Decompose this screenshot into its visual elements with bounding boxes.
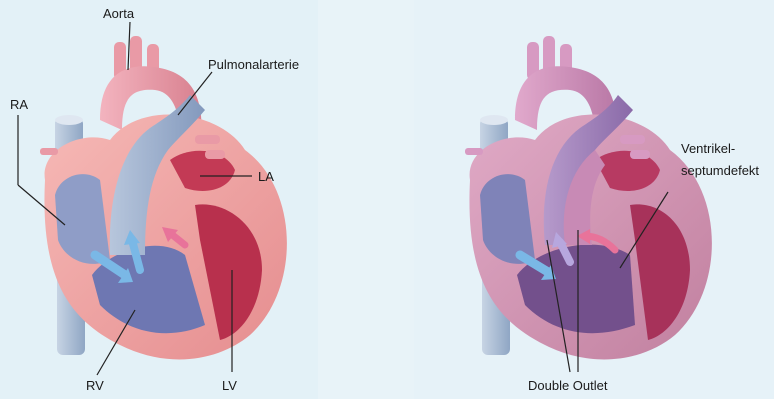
label-lv: LV bbox=[222, 378, 237, 393]
pulmonary-vein-2 bbox=[205, 150, 225, 159]
label-vsd-line2: septumdefekt bbox=[681, 163, 759, 178]
normal-heart bbox=[18, 22, 287, 375]
vena-cava-opening bbox=[55, 115, 83, 125]
label-double-outlet: Double Outlet bbox=[528, 378, 608, 393]
pulmonary-vein-1 bbox=[195, 135, 220, 144]
label-vsd-line1: Ventrikel- bbox=[681, 141, 735, 156]
label-la: LA bbox=[258, 169, 274, 184]
label-pulmonalarterie: Pulmonalarterie bbox=[208, 57, 299, 72]
pulmonary-vein-3 bbox=[465, 148, 483, 155]
pulmonary-vein-1 bbox=[620, 135, 645, 144]
label-ra: RA bbox=[10, 97, 28, 112]
vena-cava-opening bbox=[480, 115, 508, 125]
label-rv: RV bbox=[86, 378, 104, 393]
leader-aorta bbox=[128, 22, 130, 70]
label-aorta: Aorta bbox=[103, 6, 134, 21]
dorv-heart bbox=[465, 36, 712, 372]
pulmonary-vein-3 bbox=[40, 148, 58, 155]
pulmonary-vein-2 bbox=[630, 150, 650, 159]
